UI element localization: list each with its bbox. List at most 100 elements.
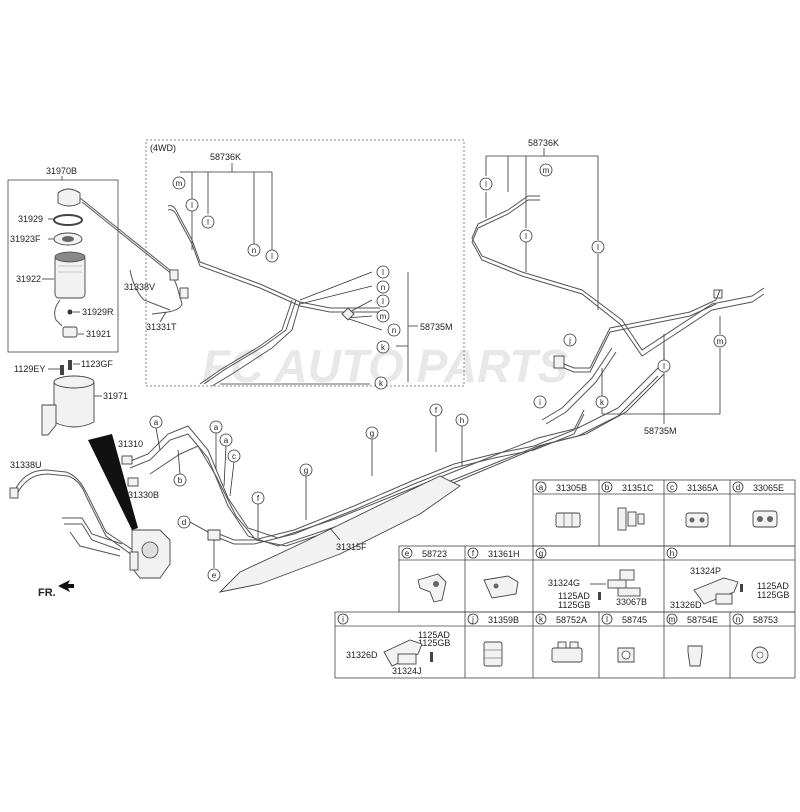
front-direction-label: FR. [38, 587, 56, 599]
table-cell-b: b 31351C [601, 481, 654, 531]
part-label-58735M-left: 58735M [420, 322, 453, 332]
svg-text:m: m [176, 179, 183, 188]
callout-l-4wd-2: l [201, 215, 215, 229]
svg-text:e: e [405, 549, 410, 558]
svg-text:d: d [182, 518, 186, 527]
table-cell-m: m 58754E [666, 613, 718, 667]
callout-g-1: g [299, 463, 313, 477]
svg-text:1125AD: 1125AD [558, 591, 590, 601]
filter-top [54, 251, 86, 263]
svg-text:31359B: 31359B [488, 615, 519, 625]
svg-text:h: h [460, 416, 464, 425]
callout-l-right-4: l [657, 359, 671, 373]
svg-text:k: k [539, 615, 544, 624]
clip-e [207, 529, 221, 541]
part-label-31310: 31310 [118, 439, 143, 449]
filter-head [57, 188, 81, 207]
svg-text:j: j [471, 615, 474, 624]
svg-text:58745: 58745 [622, 615, 647, 625]
part-label-31921: 31921 [86, 329, 111, 339]
callout-d: d [177, 515, 191, 529]
svg-text:a: a [539, 483, 544, 492]
svg-text:l: l [382, 268, 384, 277]
svg-text:33065E: 33065E [753, 483, 784, 493]
part-label-58736K-right: 58736K [528, 138, 559, 148]
callout-k-4wd-1: k [376, 340, 390, 354]
svg-text:58723: 58723 [422, 549, 447, 559]
callout-i-right: i [533, 395, 547, 409]
svg-text:l: l [663, 362, 665, 371]
part-label-31923F: 31923F [10, 234, 41, 244]
svg-text:i: i [539, 398, 541, 407]
hose-end-clip [9, 487, 19, 499]
callout-n-4wd-2: n [376, 280, 390, 294]
svg-text:j: j [568, 336, 571, 345]
svg-text:l: l [191, 201, 193, 210]
svg-text:i: i [342, 615, 344, 624]
table-cell-d: d 33065E [732, 481, 784, 528]
callout-h: h [455, 413, 469, 427]
clip-m [341, 307, 355, 321]
svg-text:b: b [178, 476, 183, 485]
svg-text:h: h [670, 549, 674, 558]
svg-text:m: m [543, 166, 550, 175]
callout-g-2: g [365, 426, 379, 440]
svg-text:m: m [669, 615, 676, 624]
callout-l-right-1: l [479, 177, 493, 191]
svg-text:a: a [214, 423, 219, 432]
callout-l-right-3: l [591, 240, 605, 254]
front-arrow-icon [58, 580, 74, 592]
table-cell-c: c 31365A [666, 481, 718, 528]
svg-text:n: n [392, 326, 396, 335]
svg-text:l: l [525, 232, 527, 241]
pointer-arrow [88, 434, 138, 530]
svg-text:k: k [600, 398, 605, 407]
callout-l-4wd-3: l [265, 249, 279, 263]
callout-n-4wd-3: n [387, 323, 401, 337]
part-label-31929: 31929 [18, 214, 43, 224]
svg-text:b: b [605, 483, 610, 492]
part-label-31331T: 31331T [146, 322, 177, 332]
table-cell-j: j 31359B [467, 613, 519, 667]
svg-text:31324G: 31324G [548, 578, 580, 588]
pipe-end-connector [121, 455, 133, 465]
hose-clip [169, 269, 179, 281]
fuel-filter-assembly-box [7, 179, 119, 353]
svg-text:31326D: 31326D [346, 650, 378, 660]
svg-text:58753: 58753 [753, 615, 778, 625]
svg-text:31305B: 31305B [556, 483, 587, 493]
table-cell-e: e 58723 [401, 547, 447, 603]
svg-text:l: l [606, 615, 608, 624]
part-label-31929R: 31929R [82, 307, 114, 317]
table-cell-n: n 58753 [732, 613, 778, 664]
part-label-31330B: 31330B [128, 490, 159, 500]
svg-text:g: g [370, 429, 374, 438]
callout-a-2: a [209, 420, 223, 434]
svg-text:1125GB: 1125GB [418, 638, 450, 648]
callout-f-2: f [429, 403, 443, 417]
part-label-1123GF: 1123GF [81, 359, 113, 369]
callout-l-4wd-4: l [376, 265, 390, 279]
part-label-31338V: 31338V [124, 282, 155, 292]
part-label-58735M-right: 58735M [644, 426, 677, 436]
svg-text:31324P: 31324P [690, 566, 721, 576]
svg-text:f: f [257, 494, 260, 503]
callout-m-4wd-1: m [172, 176, 186, 190]
svg-text:k: k [381, 343, 386, 352]
callout-a-3: a [219, 433, 233, 447]
svg-text:31324J: 31324J [392, 666, 422, 676]
part-label-58736K-left: 58736K [210, 152, 241, 162]
table-cell-l: l 58745 [601, 613, 647, 663]
svg-text:1125GB: 1125GB [558, 600, 590, 610]
filter-bracket [53, 381, 95, 428]
filter-bracket-top [53, 375, 95, 389]
svg-text:1125GB: 1125GB [757, 590, 789, 600]
table-cell-k: k 58752A [535, 613, 587, 663]
pipe-clip-right [553, 355, 565, 369]
svg-text:l: l [207, 218, 209, 227]
table-cell-i: i 1125AD 1125GB 31326D 31324J [337, 613, 450, 676]
fuel-line-bracket [218, 475, 461, 593]
seal-ring [53, 214, 83, 226]
svg-text:g: g [539, 549, 543, 558]
